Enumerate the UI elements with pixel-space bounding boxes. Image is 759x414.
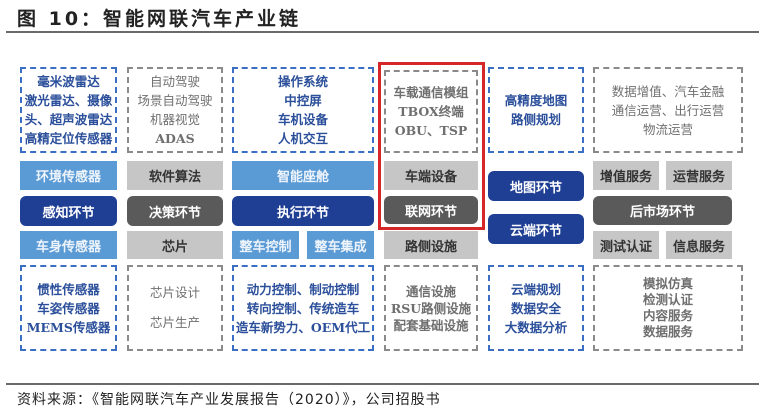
box-line: 配套基础设施 bbox=[393, 317, 469, 333]
execution-stage-block: 执行环节 bbox=[232, 196, 374, 226]
box-line: 人机交互 bbox=[277, 131, 328, 146]
operation-service-block: 运营服务 bbox=[666, 161, 732, 190]
roadside-facility-block: 路侧设施 bbox=[384, 231, 478, 259]
box-line: 数据服务 bbox=[642, 324, 693, 339]
box-line: 动力控制、制动控制 bbox=[246, 281, 360, 297]
env-sensor-block: 环境传感器 bbox=[20, 161, 117, 190]
box-line: 高精度地图 bbox=[504, 93, 568, 108]
box-line: 转向控制、传统造车 bbox=[246, 300, 360, 316]
box-line: 芯片设计 bbox=[149, 285, 200, 300]
smart-cockpit-block: 智能座舱 bbox=[232, 161, 374, 190]
box-line: 数据安全 bbox=[510, 300, 561, 316]
box-line: 激光雷达、摄像 bbox=[24, 93, 113, 108]
vehicle-integration-block: 整车集成 bbox=[307, 231, 374, 259]
box-line: 芯片生产 bbox=[149, 315, 200, 330]
aftermarket-stage-block: 后市场环节 bbox=[593, 196, 732, 225]
box-line: 车载通信模组 bbox=[393, 85, 469, 100]
box-line: 操作系统 bbox=[277, 74, 328, 89]
map-stage-block: 地图环节 bbox=[488, 171, 584, 201]
aftermarket-services-box: 数据增值、汽车金融 通信运营、出行运营 物流运营 bbox=[593, 67, 743, 153]
inertial-sensor-box: 惯性传感器 车姿传感器 MEMS传感器 bbox=[20, 265, 117, 351]
decision-stage-block: 决策环节 bbox=[127, 196, 223, 226]
footer-divider bbox=[6, 383, 759, 385]
info-service-block: 信息服务 bbox=[666, 231, 732, 259]
cockpit-box: 操作系统 中控屏 车机设备 人机交互 bbox=[232, 67, 374, 153]
hd-map-box: 高精度地图 路侧规划 bbox=[488, 67, 584, 153]
box-line: 数据增值、汽车金融 bbox=[611, 83, 725, 99]
box-line: 内容服务 bbox=[642, 308, 693, 323]
simulation-services-box: 模拟仿真 检测认证 内容服务 数据服务 bbox=[593, 265, 743, 351]
box-line: 路侧规划 bbox=[510, 112, 561, 127]
cloud-planning-box: 云端规划 数据安全 大数据分析 bbox=[488, 265, 584, 351]
network-highlight-frame bbox=[378, 62, 485, 230]
title-divider bbox=[6, 31, 759, 33]
chip-design-box: 芯片设计 芯片生产 bbox=[127, 265, 223, 351]
vehicle-device-block: 车端设备 bbox=[384, 161, 478, 190]
box-line: 造车新势力、OEM代工 bbox=[235, 319, 371, 335]
box-line: 通信设施 bbox=[405, 283, 456, 299]
vehicle-comm-box: 车载通信模组 TBOX终端 OBU、TSP bbox=[384, 70, 478, 153]
body-sensor-block: 车身传感器 bbox=[20, 231, 117, 259]
box-line: 物流运营 bbox=[642, 121, 693, 137]
box-line: 高精定位传感器 bbox=[24, 131, 113, 146]
box-line: 通信运营、出行运营 bbox=[611, 102, 725, 118]
source-note: 资料来源：《智能网联汽车产业发展报告（2020）》，公司招股书 bbox=[17, 392, 441, 408]
box-line: 车机设备 bbox=[277, 112, 328, 127]
box-line: 云端规划 bbox=[510, 281, 561, 297]
box-line: TBOX终端 bbox=[398, 104, 464, 119]
box-line: OBU、TSP bbox=[394, 123, 468, 138]
box-line: 头、超声波雷达 bbox=[24, 112, 113, 127]
chip-block: 芯片 bbox=[127, 231, 223, 259]
vehicle-control-block: 整车控制 bbox=[232, 231, 299, 259]
box-line: 毫米波雷达 bbox=[37, 74, 100, 89]
box-line: 机器视觉 bbox=[149, 112, 200, 127]
test-certification-block: 测试认证 bbox=[593, 231, 659, 259]
box-line: 自动驾驶 bbox=[149, 74, 200, 89]
vehicle-control-box: 动力控制、制动控制 转向控制、传统造车 造车新势力、OEM代工 bbox=[232, 265, 374, 351]
box-line: 中控屏 bbox=[284, 93, 322, 108]
box-line: MEMS传感器 bbox=[26, 319, 111, 335]
box-line: 大数据分析 bbox=[504, 319, 568, 335]
box-line: 检测认证 bbox=[642, 292, 693, 307]
box-line: 惯性传感器 bbox=[37, 281, 100, 297]
decision-software-box: 自动驾驶 场景自动驾驶 机器视觉 ADAS bbox=[127, 67, 223, 153]
perception-stage-block: 感知环节 bbox=[20, 196, 117, 226]
network-stage-block: 联网环节 bbox=[384, 196, 478, 224]
perception-hardware-box: 毫米波雷达 激光雷达、摄像 头、超声波雷达 高精定位传感器 bbox=[20, 67, 117, 153]
software-algorithm-block: 软件算法 bbox=[127, 161, 223, 190]
value-added-service-block: 增值服务 bbox=[593, 161, 659, 190]
cloud-stage-block: 云端环节 bbox=[488, 214, 584, 244]
roadside-infra-box: 通信设施 RSU路侧设施 配套基础设施 bbox=[384, 265, 478, 351]
box-line: 车姿传感器 bbox=[37, 300, 100, 316]
box-line: RSU路侧设施 bbox=[390, 300, 472, 316]
box-line: 场景自动驾驶 bbox=[137, 93, 213, 108]
figure-title: 图 10：智能网联汽车产业链 bbox=[17, 8, 302, 30]
box-line: 模拟仿真 bbox=[642, 276, 693, 291]
box-line: ADAS bbox=[155, 131, 195, 146]
